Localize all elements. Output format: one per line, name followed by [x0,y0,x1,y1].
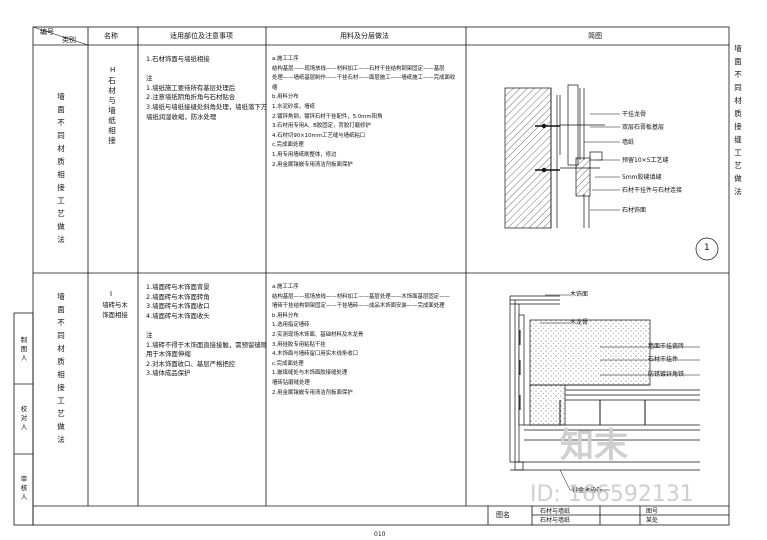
row2-callout-1: 木饰面 [570,291,589,298]
row2-code: I [110,290,113,298]
row1-materials: a.施工工序结构基层——现场放线——材料加工——石材干挂结构钢架固定——基层处理… [272,56,456,168]
titleblock-title-2: 石材与墙纸 [540,517,571,524]
row1-category: 墙面不同材质相接工艺做法 [57,92,65,244]
detail-2-anchors [519,330,646,425]
side-label-approved: 审核人 [20,475,28,501]
detail-2-section [509,294,700,491]
row2-callout-4: 石材干挂件 [648,356,679,363]
watermark-logo: 知末 [560,426,628,466]
header-section: 简图 [588,32,602,40]
row1-callout-2: 双层石膏板基层 [622,124,665,131]
row2-callout-2: 木龙骨 [570,319,589,326]
header-name: 名称 [104,32,118,40]
side-label-drawn: 制图人 [20,336,28,362]
watermark-id: ID: 166592131 [530,482,694,507]
header-scope: 适用部位及注意事项 [170,32,233,40]
page-number: 010 [374,531,386,538]
row1-name: 石材与墙纸相接 [108,76,116,145]
row2-category: 墙面不同材质相接工艺做法 [57,292,65,444]
right-title: 墙面不同材质接缝工艺做法 [734,44,742,196]
detail-number-1: 1 [704,243,710,253]
detail-1-section [504,84,719,261]
row2-name: 墙砖与木饰面相接 [102,301,128,319]
row2-callout-3: 墙面干挂瓷砖 [648,343,685,350]
side-label-checked: 校对人 [20,405,28,431]
row2-callout-6: 镀金收边条 [572,487,603,494]
header-corner-bottom: 类别 [62,36,76,44]
row1-callout-4: 预留10×5工艺缝 [622,157,669,164]
row1-callout-7: 石材饰面 [622,207,647,214]
row2-materials: a.施工工序结构基层——现场放线——材料加工——基层处理——木饰面基层固定——墙… [272,284,450,396]
titleblock-right-value: 某处 [646,517,659,524]
titleblock-title-1: 石材与墙纸 [540,508,571,515]
header-corner-top: 编号 [40,28,54,36]
row1-callout-5: 5mm胶缝填缝 [622,174,662,181]
titleblock-label: 图名 [496,511,510,519]
row1-callout-6: 石材干挂件与石材连接 [622,187,683,194]
row1-callout-3: 墙纸 [622,139,635,146]
titleblock-right-label: 图号 [646,508,659,515]
header-materials: 用料及分层做法 [340,32,389,40]
row1-code: H [110,66,116,74]
row2-callout-5: 防锈镀锌角铁 [648,371,685,378]
row1-callout-1: 干挂龙骨 [622,111,647,118]
